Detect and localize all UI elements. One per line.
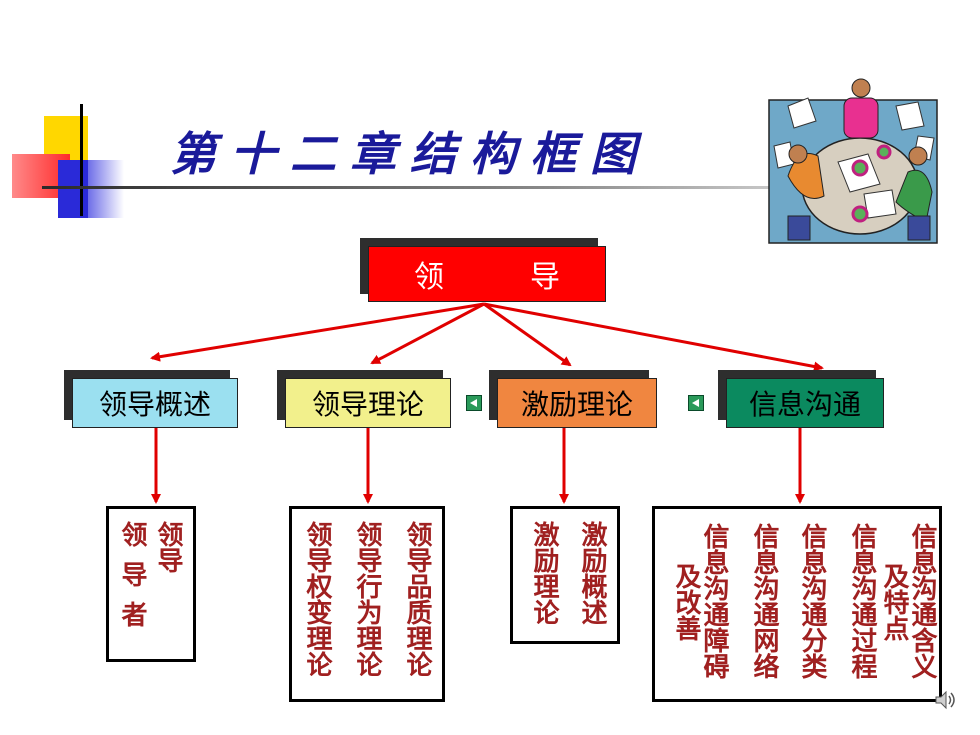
detail-item: 领导行为理论 — [352, 521, 382, 677]
detail-motivation: 激励概述 激励理论 — [510, 506, 620, 644]
branch-communication: 信息沟通 — [726, 378, 884, 428]
arrow-root-theory — [370, 302, 485, 365]
decor-vertical-line — [80, 104, 83, 216]
detail-item: 信息沟通过程 — [847, 523, 877, 679]
arrow-root-motivation — [483, 302, 572, 367]
branch-overview: 领导概述 — [72, 378, 238, 428]
decor-blue-square — [58, 160, 88, 218]
root-label-left: 领 — [414, 260, 444, 295]
branch-motivation: 激励理论 — [497, 378, 657, 428]
detail-item: 信息沟通障碍 — [699, 523, 729, 679]
detail-overview: 领导 领导者 — [106, 506, 196, 662]
root-node: 领 导 — [368, 246, 606, 302]
detail-item: 激励概述 — [577, 521, 607, 625]
decor-blue-fade — [88, 160, 124, 218]
detail-item: 领导品质理论 — [402, 521, 432, 677]
detail-item: 领导权变理论 — [302, 521, 332, 677]
speaker-icon[interactable] — [934, 690, 956, 710]
detail-item: 及改善 — [671, 563, 701, 641]
detail-item: 信息沟通分类 — [797, 523, 827, 679]
detail-item: 领导者 — [117, 521, 147, 641]
detail-item: 领导 — [153, 521, 183, 573]
detail-item: 激励理论 — [529, 521, 559, 625]
detail-communication: 信息沟通含义 及特点 信息沟通过程 信息沟通分类 信息沟通网络 信息沟通障碍 及… — [652, 506, 942, 702]
detail-item: 及特点 — [879, 563, 909, 641]
back-icon[interactable] — [688, 395, 704, 411]
meeting-clipart — [768, 78, 938, 244]
title-underline — [42, 186, 892, 189]
detail-theory: 领导品质理论 领导行为理论 领导权变理论 — [289, 506, 445, 702]
detail-item: 信息沟通含义 — [907, 523, 937, 679]
arrow-root-communication — [483, 302, 824, 372]
detail-item: 信息沟通网络 — [749, 523, 779, 679]
branch-theory: 领导理论 — [285, 378, 451, 428]
back-icon[interactable] — [466, 395, 482, 411]
root-label-right: 导 — [530, 260, 560, 295]
arrow-root-overview — [150, 302, 485, 362]
page-title: 第十二章结构框图 — [170, 127, 650, 181]
